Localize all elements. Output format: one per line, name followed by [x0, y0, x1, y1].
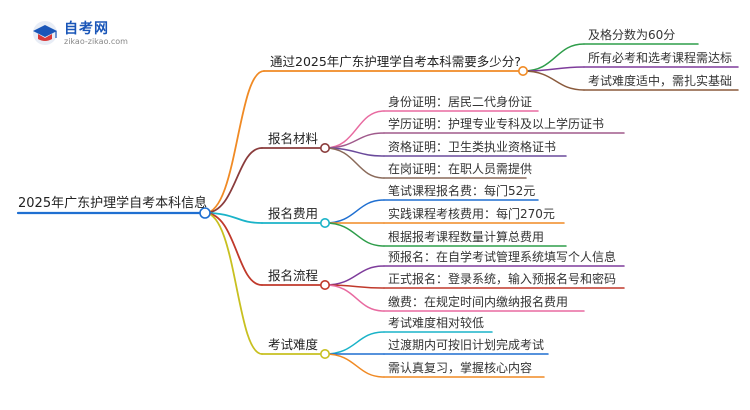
- branch-connector-process: [204, 212, 263, 286]
- leaf-connector-materials-3: [324, 147, 385, 179]
- leaf-label-difficulty-2: 需认真复习，掌握核心内容: [388, 361, 533, 375]
- graduation-cap-logo-icon: [33, 21, 57, 45]
- branch-label-fees: 报名费用: [268, 206, 319, 221]
- root-node-label: 2025年广东护理学自考本科信息: [18, 196, 208, 211]
- branch-label-process: 报名流程: [268, 268, 319, 283]
- leaf-label-process-1: 正式报名：登录系统，输入预报名号和密码: [388, 272, 617, 286]
- leaf-connector-difficulty-0: [324, 331, 385, 355]
- leaf-connector-score-1: [522, 66, 585, 72]
- leaf-label-materials-1: 学历证明：护理专业专科及以上学历证书: [388, 117, 605, 131]
- leaf-label-materials-3: 在岗证明：在职人员需提供: [388, 162, 533, 176]
- leaf-connector-materials-1: [324, 132, 385, 149]
- leaf-label-process-2: 缴费：在规定时间内缴纳报名费用: [388, 295, 569, 309]
- branch-toggle-score[interactable]: [517, 66, 528, 77]
- branch-toggle-difficulty[interactable]: [319, 348, 330, 359]
- branch-connector-fees: [204, 212, 263, 224]
- leaf-label-difficulty-0: 考试难度相对较低: [388, 316, 485, 330]
- leaf-connector-process-2: [324, 284, 385, 312]
- branch-connector-score: [204, 70, 265, 214]
- leaf-label-fees-0: 笔试课程报名费：每门52元: [388, 184, 536, 198]
- site-logo[interactable]: 自考网 zikao-zikao.com: [30, 18, 140, 50]
- branch-toggle-process[interactable]: [319, 279, 330, 290]
- leaf-connector-fees-0: [324, 199, 385, 224]
- branch-toggle-materials[interactable]: [319, 143, 330, 154]
- branch-connector-materials: [204, 147, 263, 214]
- leaf-connector-fees-2: [324, 222, 385, 247]
- leaf-label-score-0: 及格分数为60分: [588, 28, 676, 42]
- leaf-connector-materials-0: [324, 110, 385, 149]
- branch-label-difficulty: 考试难度: [268, 337, 319, 352]
- leaf-label-materials-2: 资格证明：卫生类执业资格证书: [388, 140, 557, 154]
- leaf-label-score-1: 所有必考和选考课程需达标: [588, 51, 733, 65]
- branch-toggle-fees[interactable]: [319, 218, 330, 229]
- leaf-connector-score-2: [522, 70, 585, 91]
- leaf-label-materials-0: 身份证明：居民二代身份证: [388, 95, 533, 109]
- leaf-label-process-0: 预报名：在自学考试管理系统填写个人信息: [388, 250, 617, 264]
- leaf-label-fees-2: 根据报考课程数量计算总费用: [388, 230, 545, 244]
- logo-brand-name: 自考网: [64, 21, 109, 37]
- leaf-connector-difficulty-2: [324, 353, 385, 378]
- logo-url: zikao-zikao.com: [64, 37, 128, 46]
- root-toggle[interactable]: [199, 207, 211, 219]
- leaf-label-score-2: 考试难度适中，需扎实基础: [588, 74, 733, 88]
- leaf-connector-process-0: [324, 265, 385, 286]
- leaf-label-difficulty-1: 过渡期内可按旧计划完成考试: [388, 338, 545, 352]
- branch-connector-difficulty: [204, 212, 263, 355]
- leaf-label-fees-1: 实践课程考核费用：每门270元: [388, 207, 555, 221]
- branch-label-score: 通过2025年广东护理学自考本科需要多少分?: [270, 54, 521, 69]
- branch-label-materials: 报名材料: [268, 131, 319, 146]
